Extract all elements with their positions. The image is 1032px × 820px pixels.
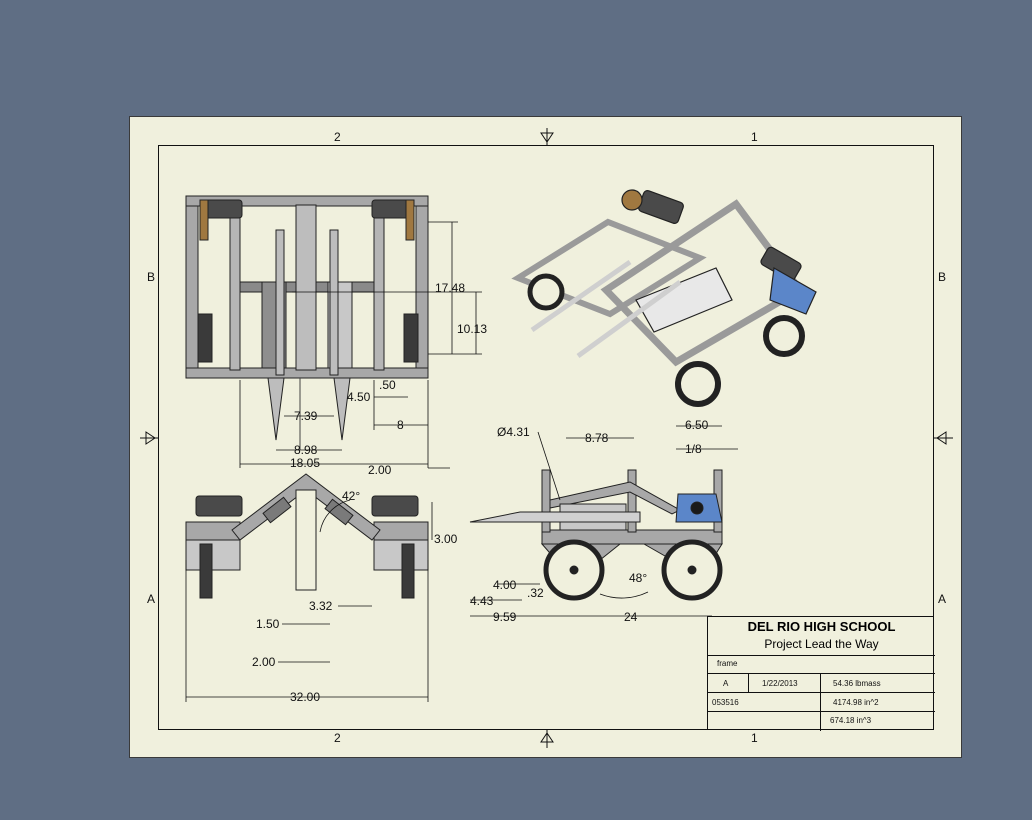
dim-8: 8 [397, 418, 404, 432]
dim-6-50: 6.50 [685, 418, 709, 432]
dim-8-98: 8.98 [294, 443, 318, 457]
volume-value: 674.18 in^3 [830, 716, 872, 725]
zone-right-b: B [938, 270, 947, 284]
side-view-dimension-lines [470, 425, 738, 617]
dim-2-00-bottom: 2.00 [252, 655, 276, 669]
zone-bottom-2: 2 [334, 731, 341, 745]
dim-3-00: 3.00 [434, 532, 458, 546]
dim-8-78: 8.78 [585, 431, 609, 445]
top-view [185, 195, 429, 450]
front-view-dimension-lines [185, 467, 450, 702]
dim-42-deg: 42° [342, 489, 361, 503]
zone-left-a: A [147, 592, 156, 606]
dim-48-deg: 48° [629, 571, 648, 585]
size-date-mass-row: A 1/22/2013 54.36 lbmass [708, 674, 935, 693]
top-view-dimension-lines [239, 221, 482, 468]
area-value: 4174.98 in^2 [833, 698, 879, 707]
dim-32-00: 32.00 [290, 690, 321, 704]
dim-1-8: 1/8 [685, 442, 702, 456]
dim-4-50: 4.50 [347, 390, 371, 404]
zone-left-b: B [147, 270, 156, 284]
sheet-size: A [723, 679, 729, 688]
dim-3-32: 3.32 [309, 599, 333, 613]
title-block: DEL RIO HIGH SCHOOL Project Lead the Way… [707, 616, 935, 731]
dim-18-05: 18.05 [290, 456, 321, 470]
zone-top-2: 2 [334, 130, 341, 144]
mass-value: 54.36 lbmass [833, 679, 881, 688]
dim-24: 24 [624, 610, 638, 624]
dwg-area-row: 053516 4174.98 in^2 [708, 693, 935, 731]
dim-1-50: 1.50 [256, 617, 280, 631]
volume-row: 674.18 in^3 [708, 712, 935, 731]
front-view [185, 473, 429, 599]
zone-bottom-1: 1 [751, 731, 758, 745]
drawing-title: frame [717, 659, 738, 668]
side-view [469, 469, 723, 601]
dim-10-13: 10.13 [457, 322, 488, 336]
title-block-header: DEL RIO HIGH SCHOOL Project Lead the Way [708, 617, 935, 656]
dim-0-32: .32 [527, 586, 544, 600]
dim-4-43: 4.43 [470, 594, 494, 608]
dwg-number: 053516 [712, 698, 739, 707]
dim-7-39: 7.39 [294, 409, 318, 423]
dim-17-48: 17.48 [435, 281, 466, 295]
dim-0-50: .50 [379, 378, 396, 392]
drawing-date: 1/22/2013 [762, 679, 798, 688]
isometric-view [511, 189, 817, 407]
dim-dia-4-31: Ø4.31 [497, 425, 530, 439]
dim-2-00-top: 2.00 [368, 463, 392, 477]
centering-marks [140, 128, 953, 748]
school-name: DEL RIO HIGH SCHOOL [747, 619, 896, 634]
zone-right-a: A [938, 592, 947, 606]
dim-9-59: 9.59 [493, 610, 517, 624]
zone-top-1: 1 [751, 130, 758, 144]
project-name: Project Lead the Way [764, 637, 879, 651]
dim-4-00: 4.00 [493, 578, 517, 592]
title-row: frame [708, 656, 935, 674]
